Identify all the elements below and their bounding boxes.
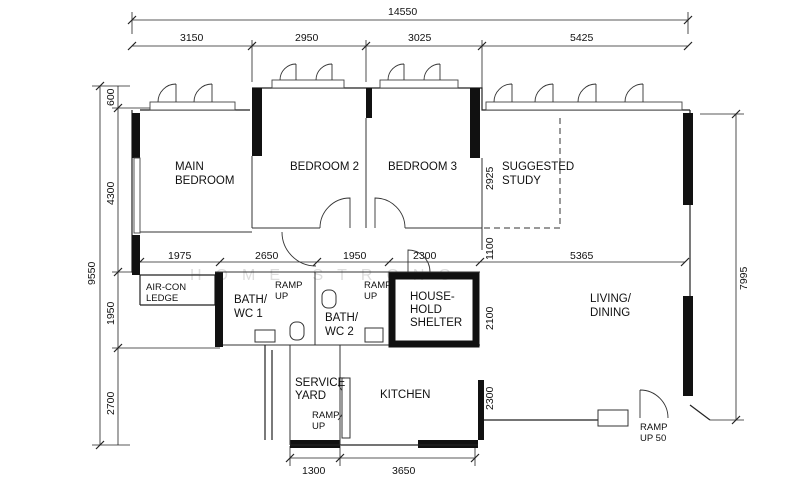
window-bedroom-3 [379, 79, 459, 89]
label-line: UP 50 [640, 433, 666, 444]
label-line: STUDY [502, 175, 541, 187]
label-line: RAMP [312, 410, 339, 421]
dim-kitchen-height: 2300 [484, 386, 496, 410]
dim-shelter-height: 2100 [484, 306, 496, 330]
label-line: SHELTER [410, 317, 462, 329]
label-line: RAMP [364, 280, 391, 291]
label-study: SUGGESTED STUDY [502, 161, 574, 187]
dim-study-height: 2925 [484, 166, 496, 190]
dim-top-4: 5425 [570, 32, 594, 44]
dim-mid-5: 5365 [570, 250, 594, 262]
label-bath-1: BATH/WC 1 [234, 294, 268, 320]
dim-top-total: 14550 [388, 6, 417, 18]
window-main-bedroom [149, 101, 236, 111]
dim-top-3: 3025 [408, 32, 432, 44]
label-line: HOUSE- [410, 291, 455, 303]
dim-top-2: 2950 [295, 32, 319, 44]
fixtures [254, 289, 629, 439]
label-main-bedroom: MAIN BEDROOM [175, 161, 234, 187]
label-line: LIVING/ [590, 293, 632, 305]
label-line: BEDROOM [175, 175, 234, 187]
label-line: WC 2 [325, 326, 354, 338]
dim-mid-1: 1975 [168, 250, 192, 262]
label-line: SERVICE [295, 377, 346, 389]
left-dimensions: 9550 600 4300 1950 2700 [86, 81, 220, 450]
watermark: HOME STRONG [190, 267, 465, 284]
wc-1-toilet [289, 321, 305, 341]
dim-left-3: 1950 [105, 301, 117, 325]
windows [133, 63, 683, 234]
dim-mid-3: 1950 [343, 250, 367, 262]
label-kitchen: KITCHEN [380, 389, 430, 401]
dim-left-2: 4300 [105, 181, 117, 205]
window-main-bedroom-side [133, 157, 141, 234]
walls [131, 87, 711, 448]
label-line: DINING [590, 307, 630, 319]
label-bedroom-3: BEDROOM 3 [388, 161, 457, 173]
label-line: RAMP [640, 422, 667, 433]
label-line: WC 1 [234, 308, 263, 320]
label-line: UP [275, 291, 288, 302]
wc-2-toilet [321, 289, 337, 309]
dim-left-outer: 9550 [86, 261, 98, 285]
dim-right-outer: 7995 [738, 266, 750, 290]
label-bath-2: BATH/WC 2 [325, 312, 359, 338]
dim-mid-2: 2650 [255, 250, 279, 262]
doors [281, 197, 669, 421]
label-line: BATH/ [325, 312, 359, 324]
top-dimensions: 14550 3150 2950 3025 5425 [127, 6, 693, 96]
right-dimensions: 7995 [700, 109, 750, 425]
dim-left-4: 2700 [105, 391, 117, 415]
label-line: UP [312, 421, 325, 432]
window-bedroom-2 [271, 79, 345, 89]
label-line: LEDGE [146, 293, 178, 304]
window-living [485, 101, 683, 111]
label-living: LIVING/DINING [590, 293, 632, 319]
label-line: SUGGESTED [502, 161, 574, 173]
room-labels: MAIN BEDROOM BEDROOM 2 BEDROOM 3 SUGGESTE… [146, 161, 667, 444]
label-line: AIR-CON [146, 282, 186, 293]
dim-left-1: 600 [105, 88, 117, 106]
bottom-dimensions: 1300 3650 [285, 446, 480, 477]
label-line: YARD [295, 390, 326, 402]
dim-top-1: 3150 [180, 32, 204, 44]
label-line: MAIN [175, 161, 204, 173]
label-line: RAMP [275, 280, 302, 291]
label-line: BATH/ [234, 294, 268, 306]
dim-corridor-height: 1100 [484, 237, 496, 260]
label-line: HOLD [410, 304, 442, 316]
dim-bottom-2: 3650 [392, 465, 416, 477]
dim-bottom-1: 1300 [302, 465, 326, 477]
shelter-walls [388, 272, 480, 348]
label-bedroom-2: BEDROOM 2 [290, 161, 359, 173]
label-line: UP [364, 291, 377, 302]
